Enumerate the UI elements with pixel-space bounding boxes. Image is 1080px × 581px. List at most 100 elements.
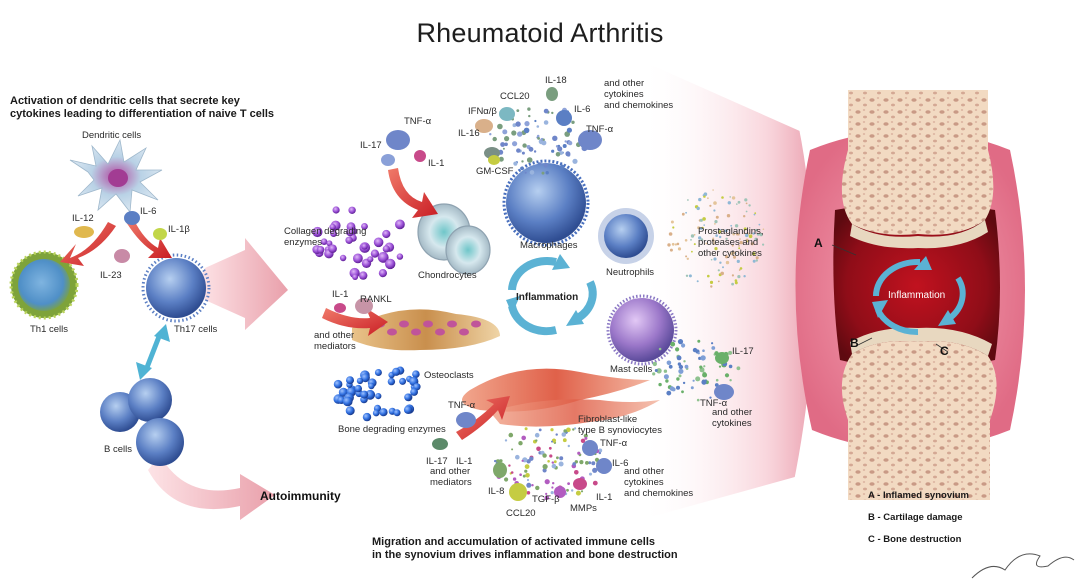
dot — [542, 464, 548, 470]
dot — [375, 393, 382, 400]
dot — [713, 201, 717, 205]
ccl20-bottom-label: CCL20 — [506, 508, 536, 519]
dot — [558, 461, 564, 467]
dot — [365, 389, 376, 400]
dot — [724, 229, 728, 233]
dot — [663, 374, 669, 380]
tnf-molecule-mac — [578, 130, 602, 150]
dot — [572, 158, 578, 164]
other-mast-label: and other cytokines — [712, 407, 753, 429]
dot — [579, 460, 584, 465]
dot — [737, 200, 741, 204]
dot — [682, 381, 686, 385]
dot — [713, 257, 717, 261]
dot — [744, 198, 748, 202]
il1-fibro-label: IL-1 — [456, 456, 473, 467]
dot — [714, 223, 716, 225]
dot — [739, 238, 741, 240]
il1b-label: IL-1β — [168, 224, 190, 235]
il1-molecule-bottom — [573, 478, 587, 490]
dot — [675, 347, 680, 352]
dot — [736, 232, 739, 236]
dot — [412, 370, 420, 379]
dot — [721, 196, 724, 199]
dot — [715, 378, 719, 382]
dot — [528, 146, 534, 152]
dot — [727, 201, 731, 205]
dot — [734, 252, 737, 255]
dot — [544, 495, 550, 501]
red-arrow-to-osteoclast — [322, 308, 388, 336]
pink-arrow-to-autoimmunity — [148, 455, 275, 520]
dot — [556, 456, 559, 460]
dot — [399, 377, 407, 385]
dot — [746, 240, 748, 243]
b-cells-label: B cells — [104, 444, 132, 455]
dot — [392, 367, 401, 376]
dot — [533, 150, 537, 153]
mmps-label: MMPs — [570, 503, 597, 514]
dot — [410, 388, 418, 396]
dot — [404, 393, 412, 401]
dot — [690, 234, 695, 238]
dot — [524, 427, 528, 431]
il17-molecule-fibro — [432, 438, 448, 450]
osteoclast-nucleus — [435, 328, 445, 336]
rankl-molecule — [355, 298, 373, 314]
other-bottom-label: and other cytokines and chemokines — [624, 466, 694, 499]
dot — [745, 233, 749, 238]
dot — [739, 267, 743, 270]
dot — [572, 428, 575, 431]
dot — [564, 131, 570, 137]
dot — [562, 144, 567, 148]
dot — [666, 390, 672, 396]
dot — [681, 390, 684, 394]
gmcsf-label: GM-CSF — [476, 166, 514, 177]
lower-cartilage — [850, 327, 992, 356]
dot — [743, 275, 746, 278]
inflammation-cycle-center — [506, 254, 597, 336]
dot — [730, 252, 734, 256]
dot — [712, 189, 714, 191]
dot — [515, 121, 521, 127]
dot — [345, 406, 355, 416]
dot — [542, 138, 545, 141]
dot — [534, 119, 537, 123]
dot — [739, 240, 743, 245]
dot — [748, 204, 751, 207]
dot — [750, 233, 753, 235]
dot — [372, 409, 380, 417]
mast-cells-label: Mast cells — [610, 364, 653, 375]
dot — [652, 361, 657, 367]
dot — [524, 464, 530, 469]
dot — [561, 432, 567, 437]
dot — [551, 440, 553, 443]
dot — [557, 146, 563, 152]
tnf-chondro-label: TNF-α — [404, 116, 432, 127]
dot — [368, 382, 375, 390]
dot — [715, 234, 718, 237]
dot — [724, 373, 730, 378]
osteoclast-nucleus — [459, 328, 469, 336]
dot — [580, 490, 584, 493]
left-heading: Activation of dendritic cells that secre… — [10, 95, 275, 120]
dot — [541, 140, 547, 146]
il6-molecule-mac — [556, 110, 572, 126]
il1-bottom-label: IL-1 — [596, 492, 613, 503]
osteoclast-nucleus — [411, 328, 421, 336]
dot — [511, 141, 518, 147]
dot — [697, 339, 701, 343]
dot — [518, 441, 523, 446]
dot — [529, 170, 535, 175]
dot — [666, 360, 672, 366]
dot — [370, 249, 379, 258]
dot — [527, 107, 531, 111]
dot — [542, 453, 547, 458]
il6-bottom-label: IL-6 — [612, 458, 629, 469]
bone-enzymes-dots — [333, 366, 421, 422]
dot — [367, 256, 374, 263]
dot — [346, 376, 354, 385]
dot — [356, 377, 364, 385]
dot — [726, 214, 731, 218]
